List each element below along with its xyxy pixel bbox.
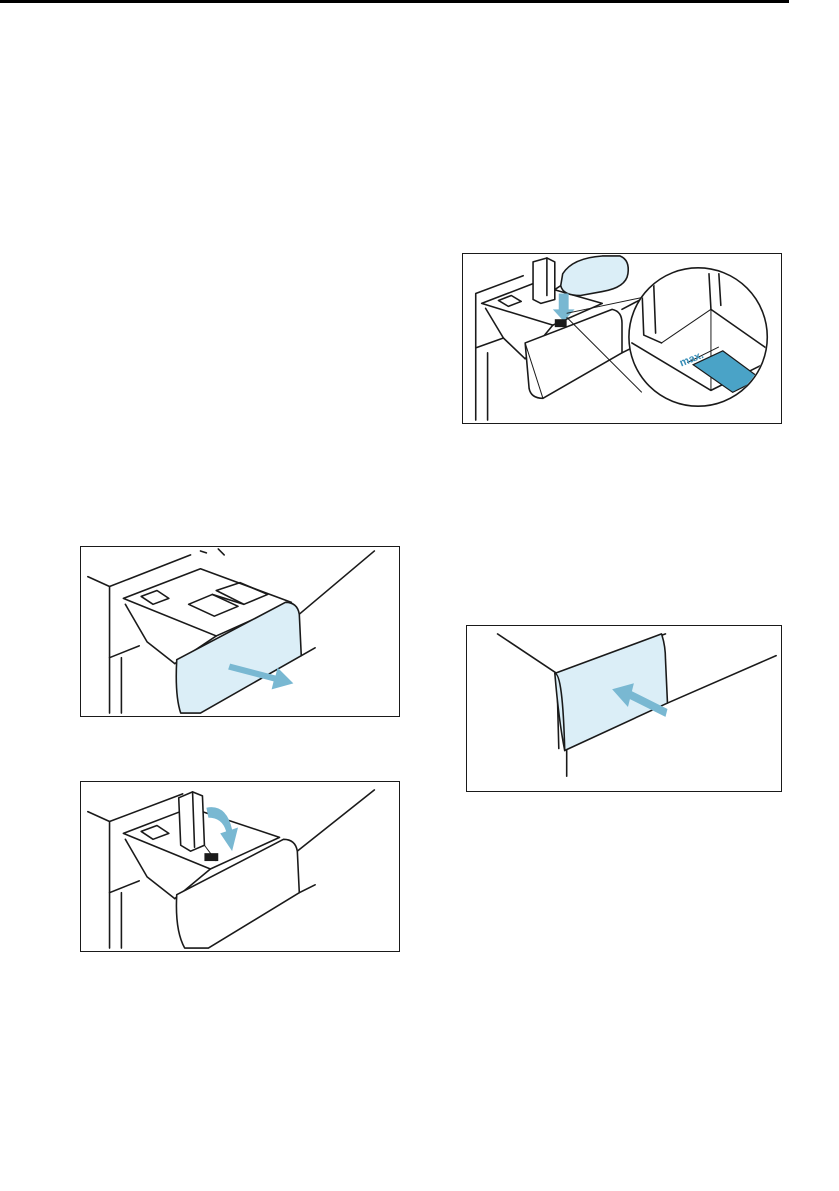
figure-flip-insert [80,781,400,952]
push-drawer-illustration [467,626,781,791]
pull-drawer-illustration [81,547,399,716]
figure-push-in-drawer [466,625,782,792]
figure-pull-out-drawer [80,546,400,717]
fill-detergent-illustration: max. [463,254,781,423]
rotate-arrow-icon [206,807,238,851]
drawer-front-panel [176,602,301,713]
detergent-bottle-icon [561,256,629,296]
top-rule [0,0,789,3]
figure-fill-detergent: max. [462,253,782,424]
flip-insert-illustration [81,782,399,951]
closed-drawer-front [555,634,668,751]
